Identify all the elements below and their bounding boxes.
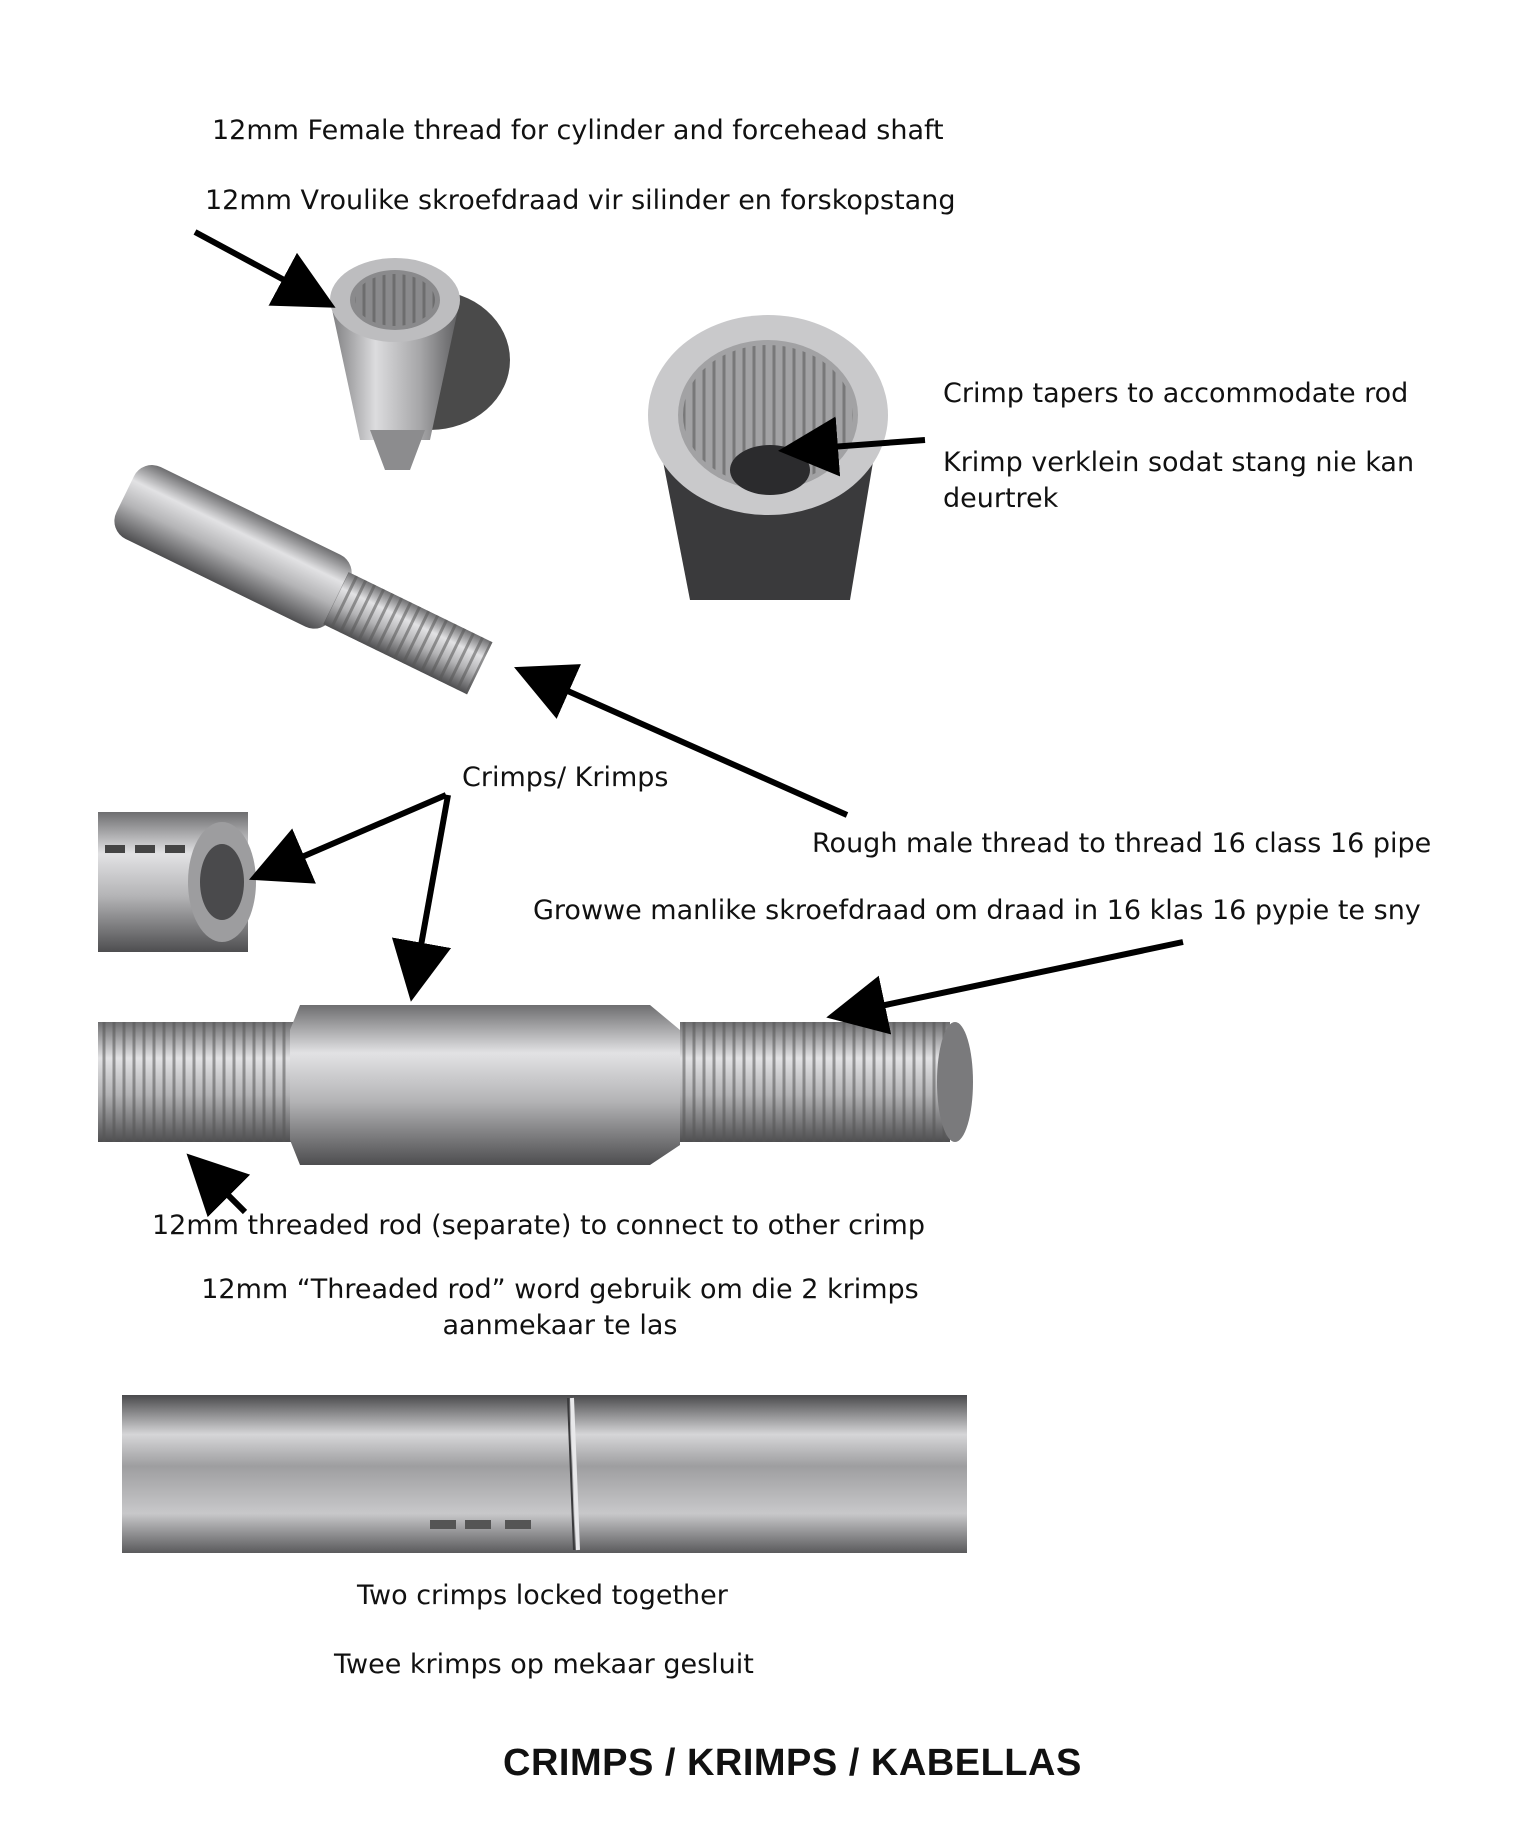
- assembled-rod-photo: [98, 1005, 973, 1165]
- threaded-stud-photo: [114, 465, 493, 695]
- caption-threaded-rod-af: 12mm “Threaded rod” word gebruik om die …: [201, 1274, 919, 1341]
- crimp-end-photo: [98, 812, 256, 952]
- arrow-stud-thread: [514, 664, 849, 818]
- arrow-crimp-taper: [778, 416, 926, 477]
- page-title: CRIMPS / KRIMPS / KABELLAS: [503, 1742, 1082, 1784]
- caption-locked-af: Twee krimps op mekaar gesluit: [334, 1649, 754, 1680]
- arrow-female-thread: [193, 229, 336, 308]
- caption-female-thread-en: 12mm Female thread for cylinder and forc…: [212, 115, 944, 146]
- arrow-male-thread: [826, 939, 1184, 1035]
- arrow-crimps-left: [248, 792, 448, 884]
- caption-male-thread-en: Rough male thread to thread 16 class 16 …: [812, 828, 1432, 859]
- caption-taper-af: Krimp verklein sodat stang nie kan deurt…: [943, 447, 1415, 514]
- small-crimp-photo: [330, 258, 510, 470]
- caption-female-thread-af: 12mm Vroulike skroefdraad vir silinder e…: [205, 185, 956, 216]
- locked-crimps-photo: [122, 1395, 967, 1553]
- caption-male-thread-af: Growwe manlike skroefdraad om draad in 1…: [533, 895, 1421, 926]
- arrow-crimps-down: [391, 794, 452, 1002]
- annotation-arrows: [186, 229, 1184, 1218]
- large-crimp-photo: [648, 315, 888, 600]
- caption-threaded-rod-en: 12mm threaded rod (separate) to connect …: [152, 1210, 925, 1241]
- caption-locked-en: Two crimps locked together: [357, 1580, 728, 1611]
- caption-crimps-label: Crimps/ Krimps: [462, 762, 669, 793]
- caption-taper-en: Crimp tapers to accommodate rod: [943, 378, 1409, 409]
- arrow-threaded-rod: [186, 1153, 251, 1218]
